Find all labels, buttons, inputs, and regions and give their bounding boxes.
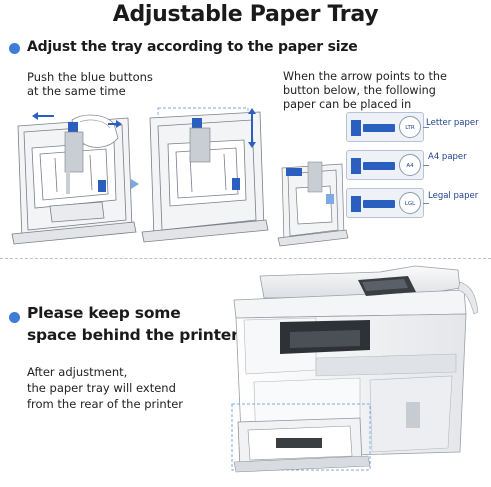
caption-arrow-points: When the arrow points to the button belo… (283, 70, 447, 111)
label-letter-paper: Letter paper (426, 118, 479, 128)
dial-pointer-line (423, 127, 429, 128)
label-a4-paper: A4 paper (428, 152, 467, 162)
caption-push-buttons: Push the blue buttons at the same time (27, 70, 153, 98)
label-legal-paper: Legal paper (428, 191, 479, 201)
dial-circle: LGL (399, 192, 421, 214)
dial-bar (363, 124, 395, 132)
paper-size-dial: LTR (346, 112, 429, 142)
tray-illustration-push (11, 112, 137, 245)
printer-illustration (231, 265, 479, 473)
dial-pointer-line (423, 165, 429, 166)
dial-label: LTR (405, 125, 415, 131)
paper-size-dial: LGL (346, 188, 429, 218)
dial-label: A4 (406, 163, 414, 169)
blue-slider-button (351, 196, 361, 212)
tray-illustration-dial (277, 161, 349, 247)
section-divider (0, 258, 491, 259)
dial-bar (363, 200, 395, 208)
next-step-arrow-icon (131, 179, 139, 189)
blue-slider-button (351, 120, 361, 136)
page-title: Adjustable Paper Tray (112, 2, 379, 27)
section-bullet-2 (9, 312, 20, 323)
caption-tray-extend: After adjustment, the paper tray will ex… (27, 365, 184, 411)
dial-circle: A4 (399, 154, 421, 176)
section-heading-space: Please keep some space behind the printe… (27, 304, 239, 344)
dial-circle: LTR (399, 116, 421, 138)
paper-size-dial: A4 (346, 150, 429, 180)
dial-label: LGL (404, 201, 416, 207)
dial-bar (363, 162, 395, 170)
section-bullet (9, 43, 20, 54)
blue-slider-button (351, 158, 361, 174)
section-heading-adjust: Adjust the tray according to the paper s… (27, 39, 358, 55)
tray-illustration-adjust (141, 107, 269, 243)
dial-pointer-line (423, 203, 429, 204)
